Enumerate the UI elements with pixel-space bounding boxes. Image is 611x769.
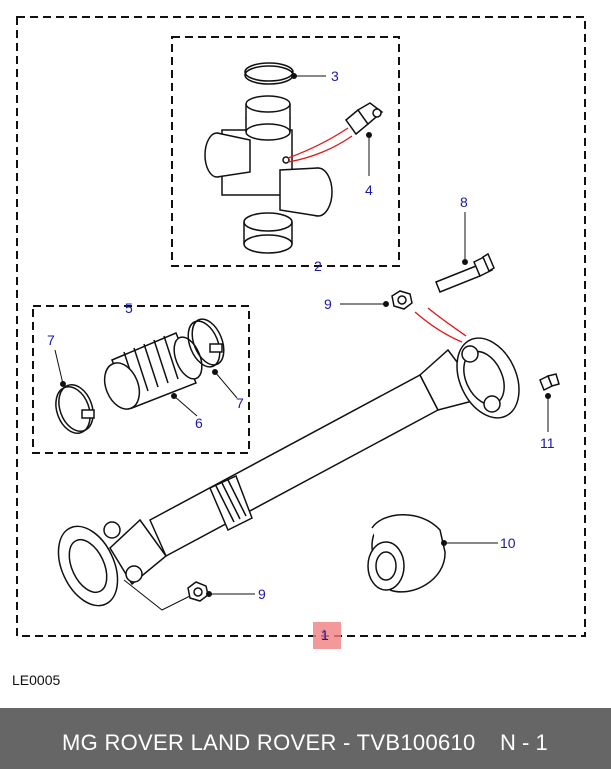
callout-4: 4: [365, 182, 373, 198]
leader-6: [173, 395, 198, 417]
footer-bar: MG ROVER LAND ROVER - TVB100610 N - 1: [0, 708, 611, 769]
callout-6: 6: [195, 415, 203, 431]
universal-joint-spider: [204, 95, 333, 254]
callout-3: 3: [331, 68, 339, 84]
exploded-parts-diagram: 3 4 2 8 9 5 6 7: [16, 16, 586, 649]
gaiter: [103, 332, 203, 410]
leader-9-lower-dot: [206, 591, 212, 597]
callout-9-lower: 9: [258, 586, 266, 602]
callout-2: 2: [314, 258, 322, 274]
red-leader-4b: [287, 135, 353, 163]
assembly-boundary: [16, 16, 586, 637]
gaiter-kit-boundary: [32, 305, 250, 454]
callout-8: 8: [460, 194, 468, 210]
nut-lower: [187, 581, 209, 602]
snap-ring: [244, 62, 294, 85]
callout-5: 5: [125, 300, 133, 316]
callout-1-highlight: 1: [321, 627, 329, 643]
footer-title: MG ROVER LAND ROVER - TVB100610: [62, 730, 476, 755]
leader-6-dot: [171, 393, 177, 399]
callout-7-left: 7: [47, 332, 55, 348]
red-leader-4: [287, 127, 349, 159]
leader-11-dot: [545, 393, 551, 399]
flange-cover: [367, 514, 446, 593]
leader-7-left-dot: [60, 381, 66, 387]
callout-9-upper: 9: [324, 296, 332, 312]
callout-11: 11: [540, 435, 555, 451]
leader-10-dot: [441, 540, 447, 546]
propeller-shaft: [57, 337, 520, 607]
clip-right: [187, 318, 225, 368]
leader-7-left: [54, 349, 64, 385]
footer-page: N - 1: [500, 730, 548, 755]
uj-kit-boundary: [171, 36, 400, 267]
leader-7-right-dot: [212, 369, 218, 375]
leader-3-dot: [291, 73, 297, 79]
bolt: [435, 252, 495, 293]
leader-7-right: [214, 371, 238, 399]
red-leader-9b: [427, 307, 467, 337]
callout-7-right: 7: [236, 395, 244, 411]
leader-8-dot: [462, 259, 468, 265]
leader-lower-shaft: [123, 579, 191, 611]
grease-nipple-shaft: [539, 373, 560, 392]
nut-upper: [391, 290, 413, 310]
highlight-box-1: [313, 622, 341, 649]
leader-4-dot: [366, 132, 372, 138]
grease-nipple-joint: [344, 102, 384, 136]
diagram-reference-code: LE0005: [12, 672, 61, 688]
clip-left: [55, 384, 95, 434]
red-leader-9: [414, 311, 463, 343]
leader-9-upper-dot: [383, 301, 389, 307]
callout-10: 10: [500, 535, 516, 551]
